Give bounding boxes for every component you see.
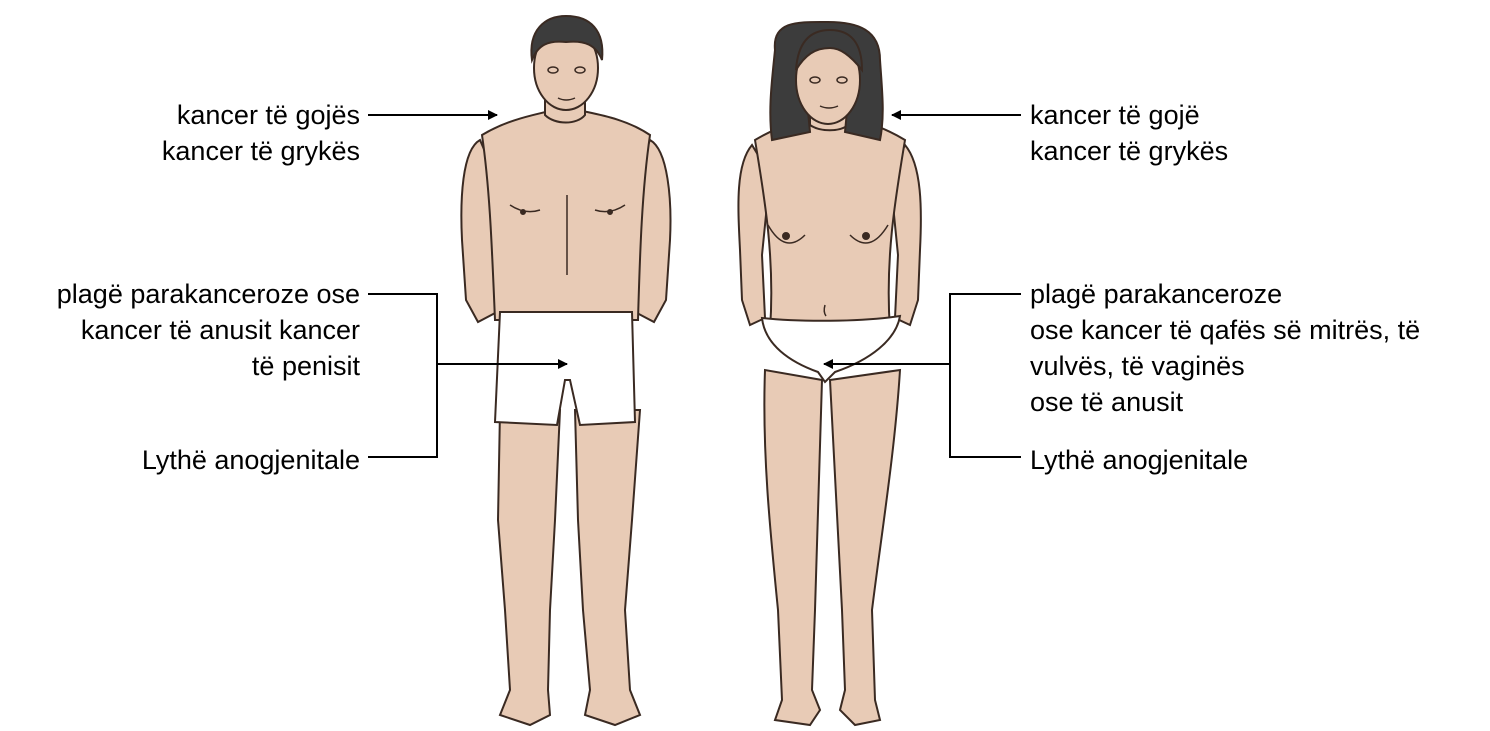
male-boxers <box>495 312 635 425</box>
female-genital-line-2: ose kancer të qafës së mitrës, të <box>1030 312 1420 348</box>
male-figure <box>461 16 670 725</box>
female-mouth-label: kancer të gojë <box>1030 97 1228 133</box>
female-torso <box>755 118 905 330</box>
female-genital-line-4: ose të anusit <box>1030 384 1420 420</box>
female-bracket <box>950 294 1021 457</box>
male-right-leg <box>575 410 640 725</box>
male-genital-line-2: kancer të anusit kancer <box>57 312 360 348</box>
male-genital-line-3: të penisit <box>57 348 360 384</box>
female-genital-label: plagë parakanceroze ose kancer të qafës … <box>1030 276 1420 420</box>
male-nipple-right <box>608 210 612 214</box>
female-mouth-throat-label: kancer të gojë kancer të grykës <box>1030 97 1228 169</box>
female-throat-label: kancer të grykës <box>1030 133 1228 169</box>
female-genital-line-3: vulvës, të vaginës <box>1030 348 1420 384</box>
female-left-leg <box>764 370 822 725</box>
male-nipple-left <box>521 210 525 214</box>
female-right-leg <box>830 370 900 725</box>
male-mouth-label: kancer të gojës <box>162 97 360 133</box>
male-throat-label: kancer të grykës <box>162 133 360 169</box>
female-warts-label: Lythë anogjenitale <box>1030 442 1248 478</box>
male-torso <box>482 110 650 320</box>
female-genital-line-1: plagë parakanceroze <box>1030 276 1420 312</box>
male-genital-line-1: plagë parakanceroze ose <box>57 276 360 312</box>
female-nipple-left <box>783 233 789 239</box>
male-warts-label: Lythë anogjenitale <box>142 442 360 478</box>
male-genital-label: plagë parakanceroze ose kancer të anusit… <box>57 276 360 384</box>
female-figure <box>738 22 920 725</box>
female-nipple-right <box>863 233 869 239</box>
male-bracket <box>368 294 437 457</box>
male-left-leg <box>498 410 560 725</box>
male-mouth-throat-label: kancer të gojës kancer të grykës <box>162 97 360 169</box>
